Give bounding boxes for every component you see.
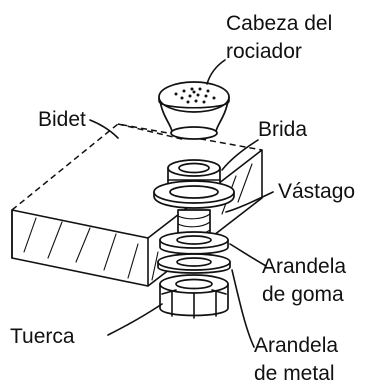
flange	[153, 159, 235, 209]
spray-head	[158, 81, 230, 140]
metal-washer	[157, 253, 231, 274]
label-rubber-washer: Arandela de goma	[262, 255, 352, 306]
label-nut: Tuerca	[10, 325, 75, 348]
label-metal-washer: Arandela de metal	[254, 334, 344, 385]
spray-holes	[174, 87, 216, 104]
leader-lines	[89, 59, 274, 348]
nut	[159, 274, 229, 319]
label-stem: Vástago	[278, 180, 355, 203]
rubber-washer	[159, 231, 229, 255]
label-spray-head: Cabeza del rociador	[226, 12, 338, 63]
label-bidet: Bidet	[38, 108, 86, 131]
label-flange: Brida	[258, 118, 307, 141]
